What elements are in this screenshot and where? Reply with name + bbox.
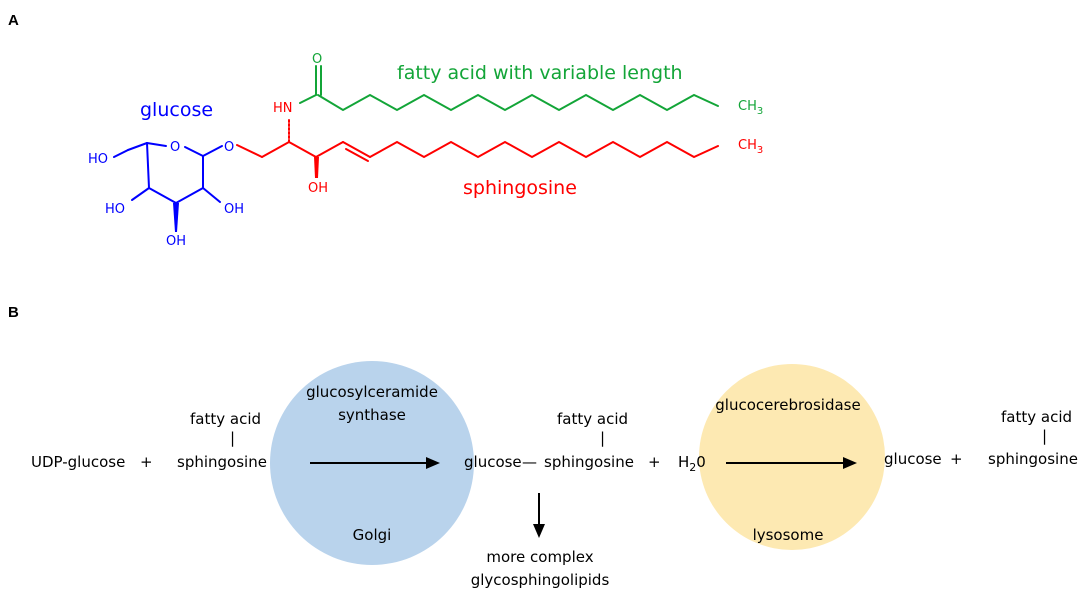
golgi-label: Golgi [353,526,392,544]
product-sphingosine-text: sphingosine [988,450,1078,468]
complex-glycosphingolipids-line1: more complex [486,548,593,566]
lysosome-label: lysosome [753,526,824,544]
hydroxyl-c4: HO [105,202,125,217]
fatty-acid-moiety [299,65,719,112]
glucose-label: glucose [140,99,213,121]
glucosylceramide-glucose-text: glucose [464,453,522,471]
glucosylceramide-bond: | [600,429,605,447]
hydroxyl-c3: OH [166,234,186,249]
glucosylceramide-fatty-acid-text: fatty acid [557,410,628,428]
hydroxyl-c2: OH [224,202,244,217]
glucocerebrosidase-reaction-arrow [726,457,857,469]
fatty-acid-label: fatty acid with variable length [397,62,683,84]
enzyme-glucocerebrosidase: glucocerebrosidase [715,396,860,414]
lysosome-compartment [699,364,885,550]
hydroxyl-sphingosine: OH [308,181,328,196]
ceramide-bond: | [230,429,235,447]
ceramide-fatty-acid-text: fatty acid [190,410,261,428]
synthase-reaction-arrow [310,457,440,469]
carbonyl-oxygen-atom: O [312,52,322,67]
panel-label-a: A [8,12,19,29]
plus-sign-3: + [950,450,963,468]
enzyme-glucosylceramide-synthase-line2: synthase [338,406,406,424]
glycosidic-oxygen-atom: O [224,140,234,155]
glucose-moiety [113,142,223,232]
sphingosine-label: sphingosine [463,177,577,199]
glucosylceramide-sphingosine-text: sphingosine [544,453,634,471]
product-bond: | [1042,427,1047,445]
hydroxyl-c6: HO [88,152,108,167]
plus-sign-2: + [648,453,661,471]
sphingosine-moiety [236,117,719,178]
ceramide-sphingosine-text: sphingosine [177,453,267,471]
fatty-acid-methyl-group: CH3 [738,99,763,117]
glucosylceramide-dash: — [522,453,537,471]
complex-glycosphingolipids-line2: glycosphingolipids [471,571,610,589]
ring-oxygen-atom: O [170,140,180,155]
water-text: H20 [678,453,706,474]
amide-nh-atom: HN [273,101,293,116]
branch-arrow [533,493,545,538]
sphingosine-methyl-group: CH3 [738,138,763,156]
enzyme-glucosylceramide-synthase-line1: glucosylceramide [306,383,438,401]
product-glucose-text: glucose [884,450,942,468]
glucosylceramide-structure: O HN O O CH3 CH3 HO HO OH OH OH glucose … [88,52,763,249]
udp-glucose-text: UDP-glucose [31,453,125,471]
plus-sign: + [140,453,153,471]
metabolic-pathway: UDP-glucose + fatty acid | sphingosine g… [31,361,1078,589]
panel-label-b: B [8,304,19,321]
product-fatty-acid-text: fatty acid [1001,408,1072,426]
